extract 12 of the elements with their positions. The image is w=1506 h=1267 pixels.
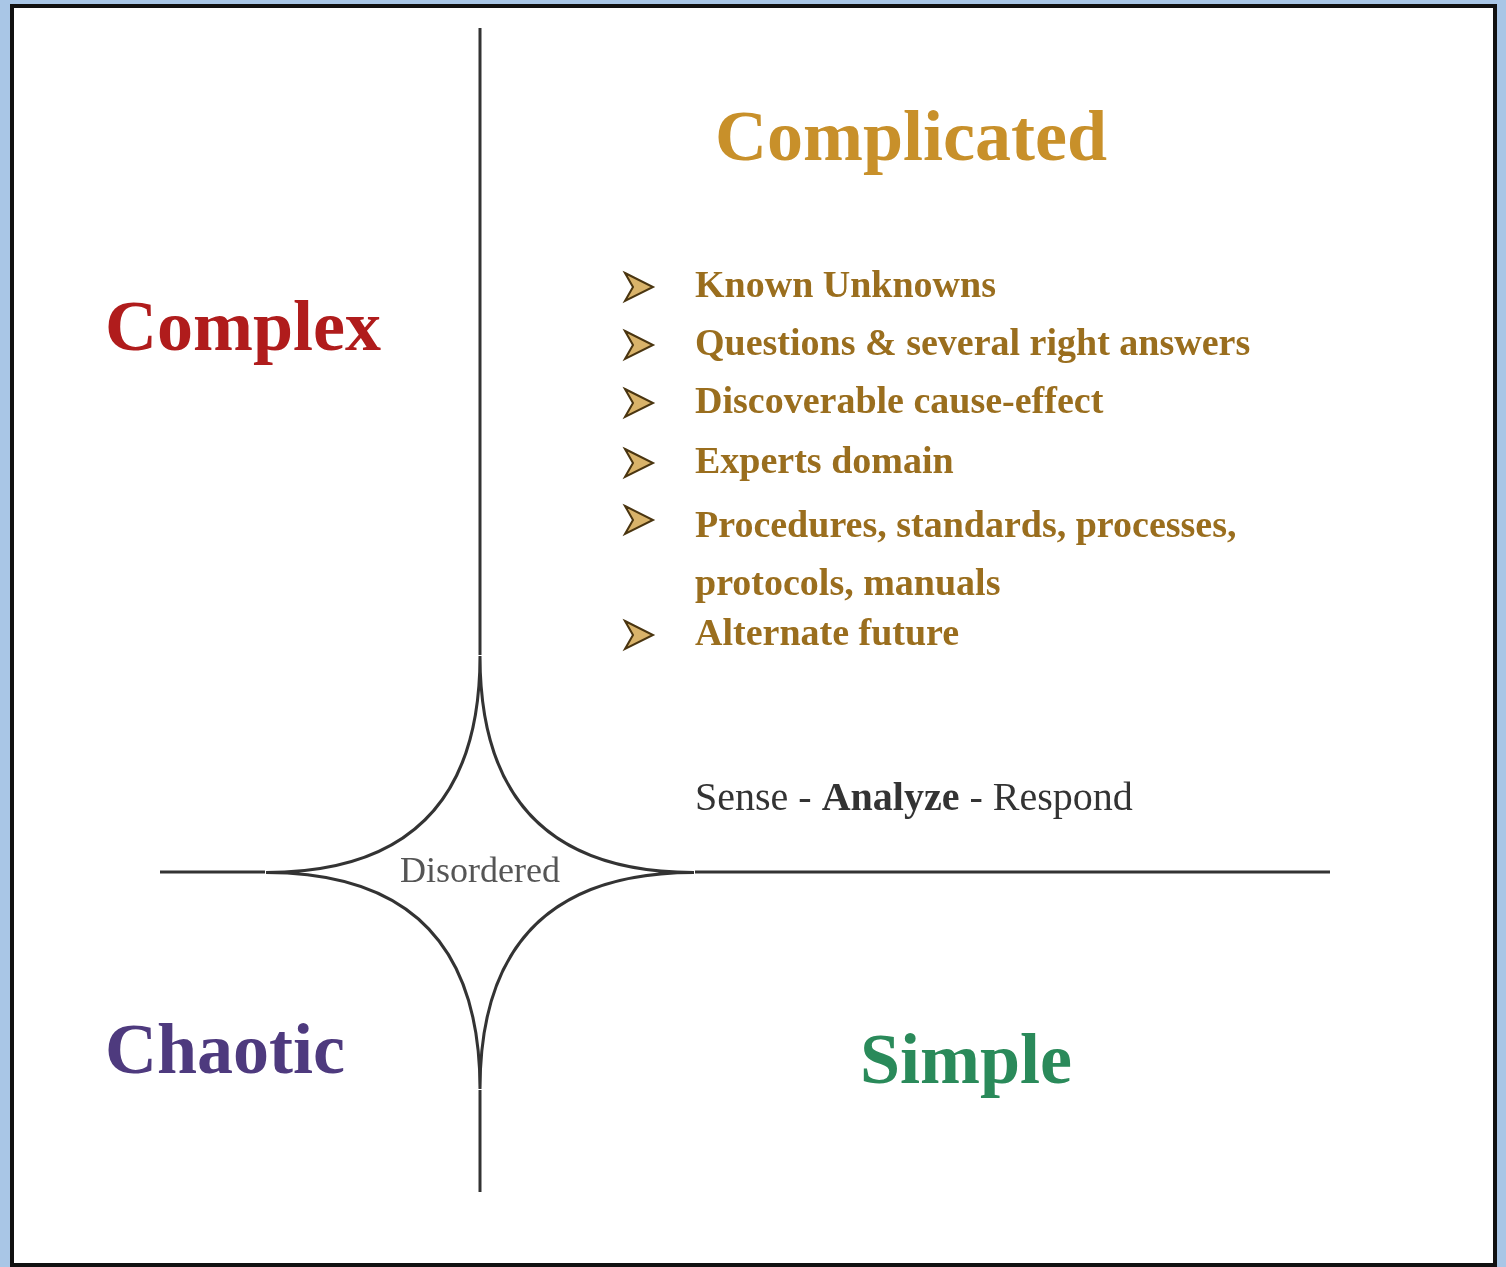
node-label: Disordered	[399, 848, 561, 891]
quadrant-title: Complex	[105, 285, 381, 368]
list-item: Known Unknowns	[695, 262, 996, 306]
quadrant-title: Complicated	[715, 95, 1107, 178]
quadrant-title: Chaotic	[105, 1008, 345, 1091]
list-item: Questions & several right answers	[695, 320, 1251, 364]
list-item: Discoverable cause-effect	[695, 378, 1104, 422]
list-item: Alternate future	[695, 610, 960, 654]
list-item: Experts domain	[695, 438, 954, 482]
method-caption: Sense - Analyze - Respond	[695, 773, 1133, 820]
list-item: Procedures, standards, processes, protocols, manuals	[695, 502, 1238, 605]
quadrant-title: Simple	[860, 1018, 1073, 1101]
